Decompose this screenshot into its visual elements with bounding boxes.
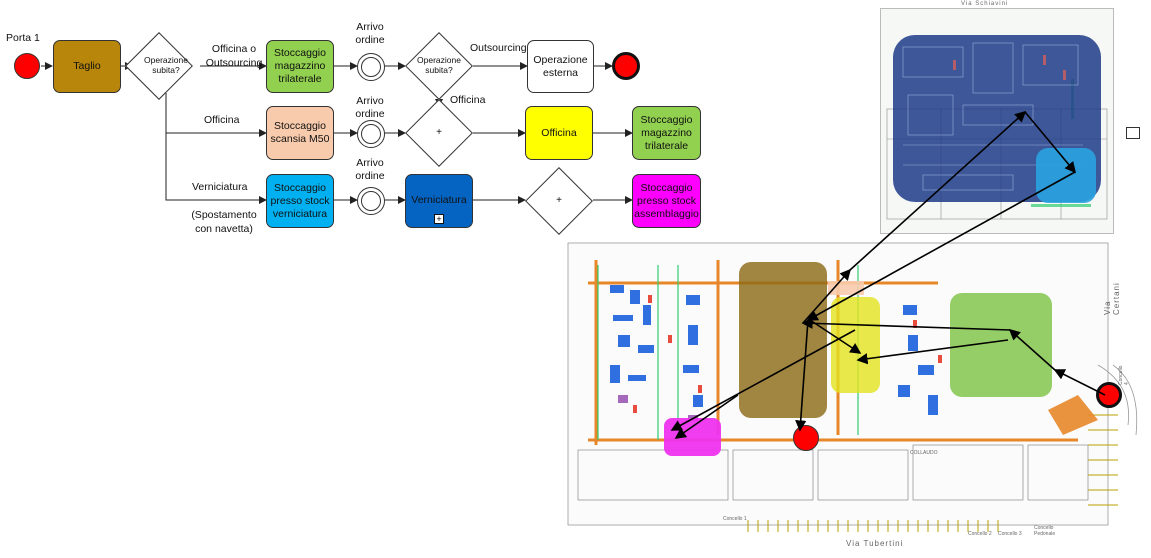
plant-map: Via Tubertini Via Certani Concello 1 Con… bbox=[558, 235, 1141, 553]
start-event-label: Porta 1 bbox=[6, 32, 40, 44]
concello-1-label: Concello 1 bbox=[723, 516, 747, 522]
flow-label-spostamento: (Spostamento con navetta) bbox=[191, 209, 257, 235]
gateway-operazione-1-label: Operazione subita? bbox=[144, 55, 188, 75]
zone-overlay-green bbox=[950, 293, 1052, 397]
end-event bbox=[612, 52, 640, 80]
street-label-right: Via Certani bbox=[1103, 282, 1121, 315]
task-taglio: Taglio bbox=[53, 40, 121, 93]
concello-4-label: Concello 4 bbox=[1118, 365, 1130, 385]
task-stoccaggio-trilaterale-2: Stoccaggio magazzino trilaterale bbox=[632, 106, 701, 160]
subprocess-marker-icon: + bbox=[434, 214, 444, 224]
flow-label-verniciatura: Verniciatura bbox=[192, 181, 248, 193]
map-marker-square-1 bbox=[1126, 127, 1140, 139]
intermediate-event-2 bbox=[357, 120, 385, 148]
task-stoccaggio-assemblaggio: Stoccaggio presso stock assemblaggio bbox=[632, 174, 701, 228]
start-event bbox=[14, 53, 40, 79]
event-arrivo-ordine-3-label: Arrivo ordine bbox=[355, 157, 385, 182]
map-event-red-1 bbox=[793, 425, 819, 451]
zone-overlay-cyan bbox=[1036, 148, 1096, 203]
zone-overlay-yellow bbox=[831, 297, 880, 393]
concello-pedonale-label: Concello Pedonale bbox=[1034, 525, 1056, 537]
subprocess-verniciatura: Verniciatura + bbox=[405, 174, 473, 228]
task-stoccaggio-m50: Stoccaggio scansia M50 bbox=[266, 106, 334, 160]
concello-3-label: Concello 3 bbox=[998, 531, 1022, 537]
event-arrivo-ordine-1-label: Arrivo ordine bbox=[355, 21, 385, 46]
subprocess-verniciatura-label: Verniciatura bbox=[411, 194, 467, 206]
intermediate-event-3 bbox=[357, 187, 385, 215]
task-stoccaggio-verniciatura: Stoccaggio presso stock verniciatura bbox=[266, 174, 334, 228]
gateway-parallel-2-label: + bbox=[556, 195, 562, 206]
gateway-operazione-2-label: Operazione subita? bbox=[417, 55, 461, 75]
flow-label-officina-2: Officina bbox=[450, 94, 486, 106]
gateway-parallel-1-label: + bbox=[436, 127, 442, 138]
street-label-top: Via Schiavini bbox=[961, 1, 1009, 7]
concello-2-label: Concello 2 bbox=[968, 531, 992, 537]
flow-label-officina: Officina bbox=[204, 114, 240, 126]
zone-overlay-brown bbox=[739, 262, 827, 418]
flow-label-outsourcing: Outsourcing bbox=[470, 42, 527, 54]
zone-overlay-salmon bbox=[828, 281, 864, 295]
task-stoccaggio-trilaterale-1: Stoccaggio magazzino trilaterale bbox=[266, 40, 334, 93]
intermediate-event-1 bbox=[357, 53, 385, 81]
task-officina: Officina bbox=[525, 106, 593, 160]
zone-overlay-magenta bbox=[664, 418, 721, 456]
map-event-red-2 bbox=[1096, 382, 1122, 408]
street-label-bottom: Via Tubertini bbox=[846, 539, 904, 548]
event-arrivo-ordine-2-label: Arrivo ordine bbox=[355, 95, 385, 120]
task-operazione-esterna: Operazione esterna bbox=[527, 40, 594, 93]
flow-label-officina-outsourcing: Officina o Outsourcing bbox=[205, 43, 263, 69]
collaudo-label: COLLAUDO bbox=[910, 450, 938, 456]
